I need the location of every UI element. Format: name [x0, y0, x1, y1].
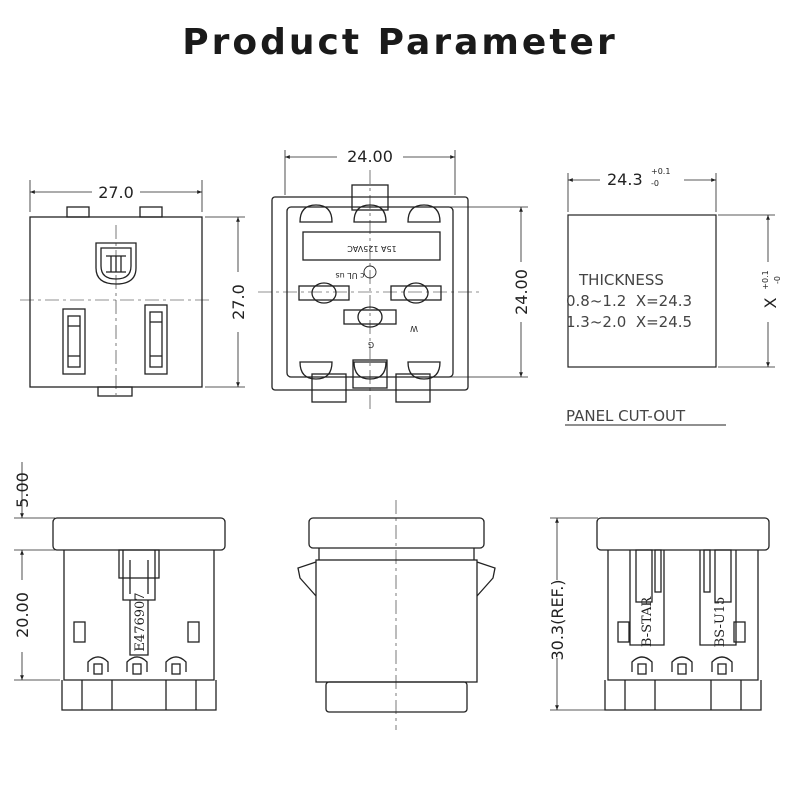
cutout-width-tol-lower: -0 [651, 179, 659, 188]
panel-cutout [565, 173, 775, 426]
side-view-right [550, 517, 770, 711]
cutout-thickness-row-2: 1.3~2.0 X=24.5 [566, 313, 692, 331]
rear-height-dim: 24.00 [512, 269, 531, 315]
side-view-left [14, 462, 226, 711]
side-view-middle [297, 500, 496, 730]
rear-terminal-g: G [368, 340, 374, 349]
side-left-marking: E476907 [133, 592, 148, 651]
rear-width-dim: 24.00 [347, 147, 393, 166]
front-view [20, 180, 245, 397]
cutout-height-dim: X [761, 297, 780, 308]
cutout-width-dim: 24.3 [607, 170, 643, 189]
cutout-thickness-label: THICKNESS [578, 271, 664, 289]
side-body-dim: 20.00 [13, 592, 32, 638]
cutout-thickness-row-1: 0.8~1.2 X=24.3 [566, 292, 692, 310]
side-flange-dim: 5.00 [13, 472, 32, 508]
page-title: Product Parameter [182, 22, 618, 63]
side-right-marking-left: B-STAR [640, 596, 655, 647]
front-width-dim: 27.0 [98, 183, 134, 202]
side-overall-dim: 30.3(REF.) [548, 579, 567, 660]
front-height-dim: 27.0 [229, 284, 248, 320]
cutout-caption: PANEL CUT-OUT [566, 407, 686, 425]
side-right-marking-right: BS-U15 [713, 597, 728, 648]
rear-cert-mark: c UL us [335, 271, 364, 280]
rear-view [258, 150, 528, 412]
cutout-height-tol-upper: +0.1 [761, 270, 770, 289]
rear-terminal-w: W [410, 324, 418, 333]
cutout-height-tol-lower: -0 [773, 276, 782, 284]
rear-rating-text: 15A 125VAC [347, 244, 397, 253]
cutout-width-tol-upper: +0.1 [651, 167, 670, 176]
